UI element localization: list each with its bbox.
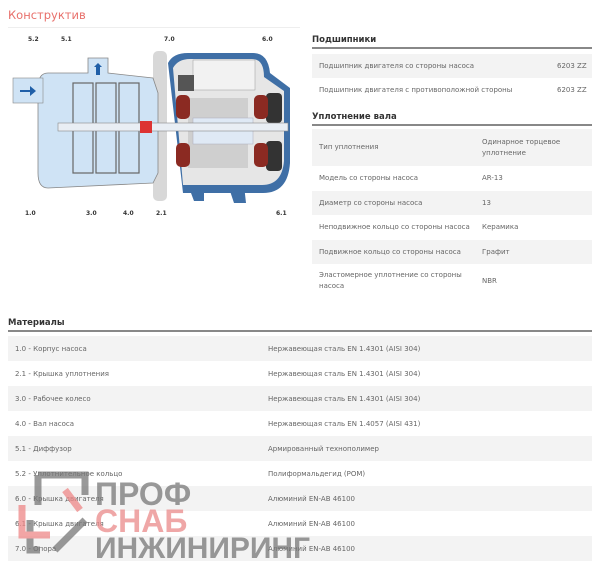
table-row: 5.2 - Уплотнительное кольцо Полиформальде… [8, 461, 592, 486]
label-3-0: 3.0 [86, 210, 97, 217]
row-value: Графит [482, 247, 510, 256]
row-value: 6203 ZZ [557, 62, 587, 70]
row-label: Эластомерное уплотнение со стороны насос… [319, 271, 462, 290]
materials-heading: Материалы [8, 316, 592, 332]
table-row: 6.1 - Крышка двигателя Алюминий EN-AB 461… [8, 511, 592, 536]
row-label: 4.0 - Вал насоса [15, 419, 75, 428]
label-5-2: 5.2 [28, 36, 39, 43]
table-row: 6.0 - Крышка двигателя Алюминий EN-AB 461… [8, 486, 592, 511]
bearings-section: Подшипники Подшипник двигателя со сторон… [312, 33, 592, 102]
row-label: Модель со стороны насоса [319, 174, 419, 182]
label-5-1: 5.1 [61, 36, 72, 43]
pump-cross-section-diagram: 5.2 5.1 7.0 6.0 1.0 3.0 4.0 2.1 6.1 [12, 36, 290, 217]
label-4-0: 4.0 [123, 210, 134, 217]
row-label: 7.0 - Опора [15, 544, 57, 553]
row-label: Диаметр со стороны насоса [319, 198, 423, 207]
label-7-0: 7.0 [164, 36, 175, 43]
table-row: Эластомерное уплотнение со стороны насос… [312, 264, 592, 298]
row-label: 6.1 - Крышка двигателя [15, 519, 104, 528]
row-value: Одинарное торцевое уплотнение [482, 137, 561, 157]
row-value: Нержавеющая сталь EN 1.4301 (AISI 304) [268, 344, 421, 353]
table-row: Подвижное кольцо со стороны насоса Графит [312, 240, 592, 264]
row-value: 13 [482, 198, 491, 207]
row-value: AR-13 [482, 174, 503, 182]
row-label: Подшипник двигателя с противоположной ст… [319, 86, 513, 94]
section-title: Конструктив [8, 8, 86, 22]
table-row: 1.0 - Корпус насоса Нержавеющая сталь EN … [8, 336, 592, 361]
label-1-0: 1.0 [25, 210, 36, 217]
label-6-1: 6.1 [276, 210, 287, 217]
table-row: 3.0 - Рабочее колесо Нержавеющая сталь EN… [8, 386, 592, 411]
row-value: NBR [482, 276, 497, 285]
row-label: Подшипник двигателя со стороны насоса [319, 62, 475, 70]
row-label: 5.1 - Диффузор [15, 444, 72, 453]
row-value: Керамика [482, 223, 519, 231]
row-label: 3.0 - Рабочее колесо [15, 394, 91, 403]
label-2-1: 2.1 [156, 210, 167, 217]
table-row: 5.1 - Диффузор Армированный технополимер [8, 436, 592, 461]
table-row: Подшипник двигателя со стороны насоса 620… [312, 54, 592, 78]
row-value: Алюминий EN-AB 46100 [268, 544, 356, 553]
row-value: Алюминий EN-AB 46100 [268, 519, 356, 528]
row-value: Алюминий EN-AB 46100 [268, 494, 356, 503]
table-row: Подшипник двигателя с противоположной ст… [312, 78, 592, 102]
row-label: Подвижное кольцо со стороны насоса [319, 247, 461, 256]
row-value: Полиформальдегид (POM) [268, 469, 366, 478]
table-row: Модель со стороны насоса AR-13 [312, 166, 592, 191]
row-label: 5.2 - Уплотнительное кольцо [15, 469, 123, 478]
row-value: Нержавеющая сталь EN 1.4301 (AISI 304) [268, 394, 421, 403]
table-row: 7.0 - Опора Алюминий EN-AB 46100 [8, 536, 592, 561]
row-value: Нержавеющая сталь EN 1.4057 (AISI 431) [268, 419, 421, 428]
divider [8, 27, 300, 28]
table-row: Тип уплотнения Одинарное торцевое уплотне… [312, 129, 592, 166]
seal-heading: Уплотнение вала [312, 110, 592, 126]
seal-section: Уплотнение вала Тип уплотнения Одинарное … [312, 110, 592, 298]
table-row: Неподвижное кольцо со стороны насоса Кера… [312, 215, 592, 240]
row-label: 2.1 - Крышка уплотнения [15, 369, 109, 378]
row-label: Неподвижное кольцо со стороны насоса [319, 223, 470, 231]
table-row: 2.1 - Крышка уплотнения Нержавеющая сталь… [8, 361, 592, 386]
table-row: Диаметр со стороны насоса 13 [312, 191, 592, 215]
row-value: Нержавеющая сталь EN 1.4301 (AISI 304) [268, 369, 421, 378]
row-label: 1.0 - Корпус насоса [15, 344, 87, 353]
label-6-0: 6.0 [262, 36, 273, 43]
row-label: Тип уплотнения [319, 143, 379, 151]
row-value: Армированный технополимер [268, 444, 379, 453]
row-value: 6203 ZZ [557, 86, 587, 94]
row-label: 6.0 - Крышка двигателя [15, 494, 104, 503]
table-row: 4.0 - Вал насоса Нержавеющая сталь EN 1.4… [8, 411, 592, 436]
bearings-heading: Подшипники [312, 33, 592, 49]
